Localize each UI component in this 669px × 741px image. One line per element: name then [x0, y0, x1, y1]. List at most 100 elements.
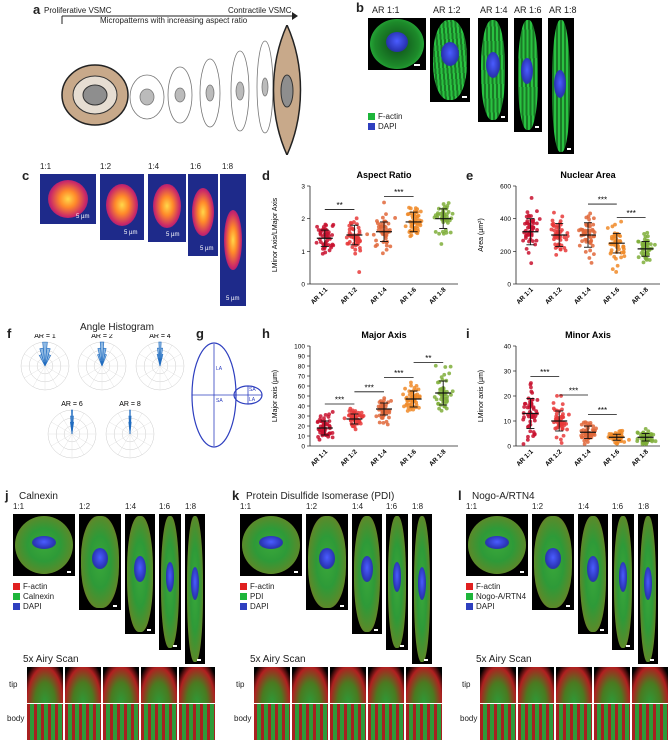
chart-title: Minor Axis: [565, 330, 611, 340]
data-point: [417, 394, 422, 399]
j-body-label: body: [7, 714, 25, 723]
data-point: [378, 403, 383, 408]
polar-spoke: [101, 345, 115, 367]
data-point: [618, 429, 623, 433]
j-scale-bar: [147, 629, 151, 631]
polar-bar: [38, 354, 46, 367]
significance-label: ***: [394, 369, 403, 378]
data-point: [537, 217, 542, 221]
schematic-nucleus-sa-label: SA: [249, 387, 256, 393]
data-point: [551, 401, 556, 405]
chart-title: Nuclear Area: [560, 170, 616, 180]
j-col-2: 1:2: [79, 502, 91, 511]
y-tick-label: 40: [504, 344, 512, 351]
data-point: [559, 441, 564, 445]
data-point: [325, 238, 329, 243]
data-point: [436, 212, 440, 217]
x-tick-label: AR 1:8: [428, 286, 448, 306]
l-airy-body-4: [594, 704, 630, 740]
data-point: [439, 242, 444, 246]
data-point: [529, 385, 533, 390]
l-nucleus: [618, 561, 628, 592]
schematic-sa-label: SA: [216, 398, 223, 404]
data-point: [439, 408, 444, 413]
data-point: [563, 248, 568, 253]
data-point: [521, 238, 526, 243]
data-point: [554, 252, 559, 257]
y-axis-label: LMajor axis (µm): [272, 370, 279, 422]
panel-label-b: b: [356, 0, 364, 15]
l-col-1: 1:1: [466, 502, 478, 511]
polar-spoke: [101, 353, 123, 367]
polar-bar: [97, 353, 103, 367]
j-col-5: 1:8: [185, 502, 197, 511]
data-point: [355, 241, 360, 245]
cell-shape-illustration: [61, 25, 302, 155]
polar-bar: [156, 353, 161, 367]
j-airy-body-5: [179, 704, 215, 740]
data-point: [358, 248, 363, 253]
data-point: [582, 438, 587, 443]
x-tick-label: AR 1:4: [369, 448, 389, 468]
polar-spoke: [117, 413, 131, 435]
data-point: [418, 223, 423, 228]
k-legend-item: PDI: [240, 592, 274, 602]
l-scale-bar: [520, 571, 524, 573]
j-col-4: 1:6: [159, 502, 171, 511]
l-legend-item: DAPI: [466, 602, 526, 612]
data-point: [580, 239, 584, 243]
data-point: [443, 396, 448, 401]
transition-cell-drawings: [129, 40, 274, 134]
data-point: [586, 214, 591, 219]
panel-label-f: f: [7, 326, 12, 341]
data-point: [330, 431, 335, 435]
data-point: [409, 380, 413, 385]
progression-arrow: [61, 12, 298, 24]
significance-label: ***: [598, 196, 607, 205]
y-axis-label: LMinor Axis/LMajor Axis: [272, 197, 279, 272]
polar-spoke: [81, 353, 103, 367]
data-point: [359, 410, 364, 415]
polar-spoke: [159, 365, 181, 379]
data-point: [584, 239, 589, 244]
k-title: Protein Disulfide Isomerase (PDI): [246, 491, 395, 502]
data-point: [409, 383, 413, 388]
k-nucleus: [318, 547, 336, 569]
data-point: [550, 218, 555, 223]
polar-spoke: [59, 433, 73, 455]
data-point: [377, 420, 382, 425]
k-airy-tip-4: [368, 667, 404, 703]
significance-label: ***: [540, 368, 549, 377]
data-point: [315, 224, 319, 229]
data-point: [442, 401, 447, 406]
data-point: [345, 241, 350, 246]
data-point: [530, 219, 535, 224]
data-point: [353, 427, 358, 432]
c-col-3: 1:4: [148, 162, 160, 171]
data-point: [526, 250, 531, 255]
data-point: [412, 385, 417, 390]
data-point: [439, 387, 443, 391]
data-point: [436, 401, 441, 406]
data-point: [384, 419, 389, 424]
j-airy-tip-2: [65, 667, 101, 703]
l-airy-body-1: [480, 704, 516, 740]
polar-spoke: [24, 353, 46, 367]
y-axis-label: LMinor axis (µm): [478, 370, 485, 422]
j-nucleus: [91, 547, 109, 569]
j-micrograph-5: [185, 514, 205, 664]
c-heatmap-4: 5 µm: [188, 174, 218, 256]
angle-histogram-title: Angle Histogram: [80, 322, 154, 333]
x-tick-label: AR 1:6: [399, 448, 419, 468]
data-point: [412, 226, 417, 231]
c-heatmap-5: 5 µm: [220, 174, 246, 306]
data-point: [318, 240, 323, 245]
k-nucleus: [418, 566, 426, 600]
data-point: [614, 270, 619, 274]
data-point: [635, 439, 640, 444]
polar-spoke: [59, 413, 73, 435]
data-point: [636, 255, 641, 260]
l-nucleus: [644, 566, 652, 600]
b-legend-item: DAPI: [368, 122, 402, 132]
